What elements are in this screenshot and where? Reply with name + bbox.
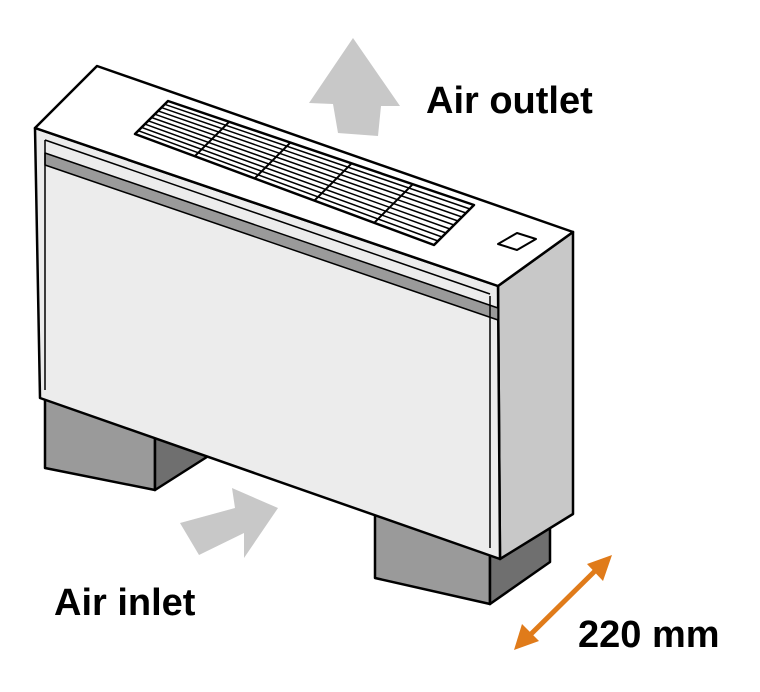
unit-side-panel — [496, 230, 575, 561]
air-outlet-label: Air outlet — [426, 80, 593, 122]
grille-slat — [157, 110, 463, 218]
air-inlet-arrow-icon — [180, 488, 278, 558]
grille-slat — [161, 106, 467, 214]
grille-slat — [164, 103, 471, 210]
grille-slat — [141, 126, 443, 238]
depth-dimension-label: 220 mm — [578, 614, 720, 656]
air-inlet-label: Air inlet — [54, 582, 196, 624]
grille-slat — [151, 116, 455, 226]
grille-divider — [194, 121, 230, 157]
top-air-outlet-grille — [133, 99, 476, 247]
grille-slat — [154, 113, 459, 222]
depth-dimension-arrow-icon — [514, 555, 612, 650]
control-panel-icon — [497, 232, 537, 251]
grille-slat — [147, 120, 451, 230]
grille-slat — [138, 129, 439, 242]
grille-divider — [313, 162, 353, 202]
air-outlet-arrow-icon — [309, 38, 400, 136]
grille-divider — [253, 141, 292, 180]
grille-slat — [144, 123, 447, 234]
grille-divider — [373, 183, 414, 224]
